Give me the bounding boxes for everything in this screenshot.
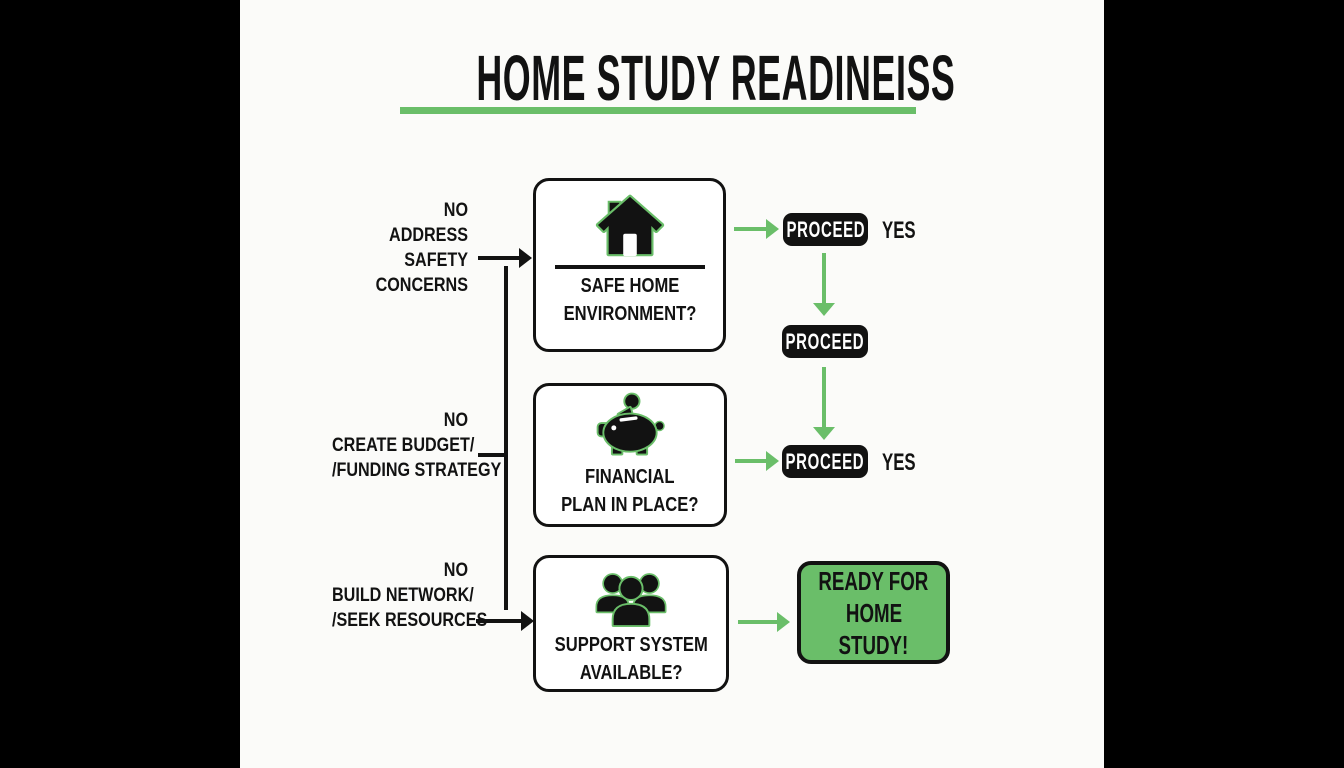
flowchart-content: HOME STUDY READINEISS NO ADDRESS SAFETY … (240, 0, 1104, 768)
yes-label-1: YES (882, 214, 930, 247)
result-line: STUDY! (838, 629, 909, 660)
proceed-label: PROCEED (786, 216, 865, 242)
yes-text: YES (882, 216, 916, 244)
people-group-icon (595, 573, 667, 627)
yes-label-2: YES (882, 446, 930, 479)
arrow-right-icon (478, 248, 532, 268)
card-question-line: SAFE HOME (580, 275, 679, 297)
no-path-vertical-line (504, 266, 508, 610)
card-question: FINANCIAL PLAN IN PLACE? (561, 463, 698, 519)
no-branch-budget: NO CREATE BUDGET/ /FUNDING STRATEGY (332, 408, 502, 483)
result-box-ready: READY FOR HOME STUDY! (797, 561, 950, 664)
no-branch-network: NO BUILD NETWORK/ /SEEK RESOURCES (332, 558, 488, 633)
title-underline (400, 107, 916, 114)
proceed-badge-2: PROCEED (782, 325, 868, 358)
no-branch-safety: NO ADDRESS SAFETY CONCERNS (332, 198, 468, 298)
no-branch-line: SAFETY (404, 250, 468, 271)
green-arrow-right-icon (738, 612, 790, 632)
green-arrow-right-icon (734, 219, 779, 239)
card-divider (554, 265, 705, 269)
result-line: HOME (845, 597, 902, 628)
page-title: HOME STUDY READINEISS (476, 42, 956, 114)
green-arrow-down-icon (813, 253, 835, 316)
card-question-line: PLAN IN PLACE? (561, 494, 699, 516)
arrow-right-icon (476, 611, 534, 631)
no-branch-line: CONCERNS (375, 275, 468, 296)
green-arrow-right-icon (735, 451, 779, 471)
decision-card-safe-home: SAFE HOME ENVIRONMENT? (533, 178, 726, 352)
proceed-label: PROCEED (785, 448, 865, 474)
piggy-bank-icon (596, 392, 665, 456)
no-branch-line: /FUNDING STRATEGY (332, 460, 502, 481)
no-branch-line: NO (443, 200, 468, 221)
no-branch-line: CREATE BUDGET/ (332, 435, 475, 456)
no-branch-line: NO (443, 560, 468, 581)
no-branch-line: ADDRESS (389, 225, 468, 246)
house-icon (595, 194, 664, 257)
card-question: SUPPORT SYSTEM AVAILABLE? (554, 631, 707, 687)
proceed-badge-3: PROCEED (782, 445, 868, 478)
yes-text: YES (882, 448, 916, 476)
no-path-connector-line (478, 453, 506, 457)
letterbox-right (1104, 0, 1344, 768)
proceed-badge-1: PROCEED (783, 213, 868, 246)
decision-card-support: SUPPORT SYSTEM AVAILABLE? (533, 555, 729, 692)
result-line: READY FOR (818, 565, 929, 596)
card-question-line: SUPPORT SYSTEM (554, 634, 708, 656)
card-question: SAFE HOME ENVIRONMENT? (563, 272, 696, 328)
card-question-line: FINANCIAL (585, 466, 675, 488)
proceed-label: PROCEED (785, 328, 865, 354)
letterbox-left (0, 0, 240, 768)
decision-card-financial: FINANCIAL PLAN IN PLACE? (533, 383, 727, 527)
green-arrow-down-icon (813, 367, 835, 440)
no-branch-line: NO (443, 410, 468, 431)
card-question-line: ENVIRONMENT? (563, 303, 696, 325)
no-branch-line: /SEEK RESOURCES (332, 610, 488, 631)
no-branch-line: BUILD NETWORK/ (332, 585, 474, 606)
card-question-line: AVAILABLE? (579, 662, 683, 684)
